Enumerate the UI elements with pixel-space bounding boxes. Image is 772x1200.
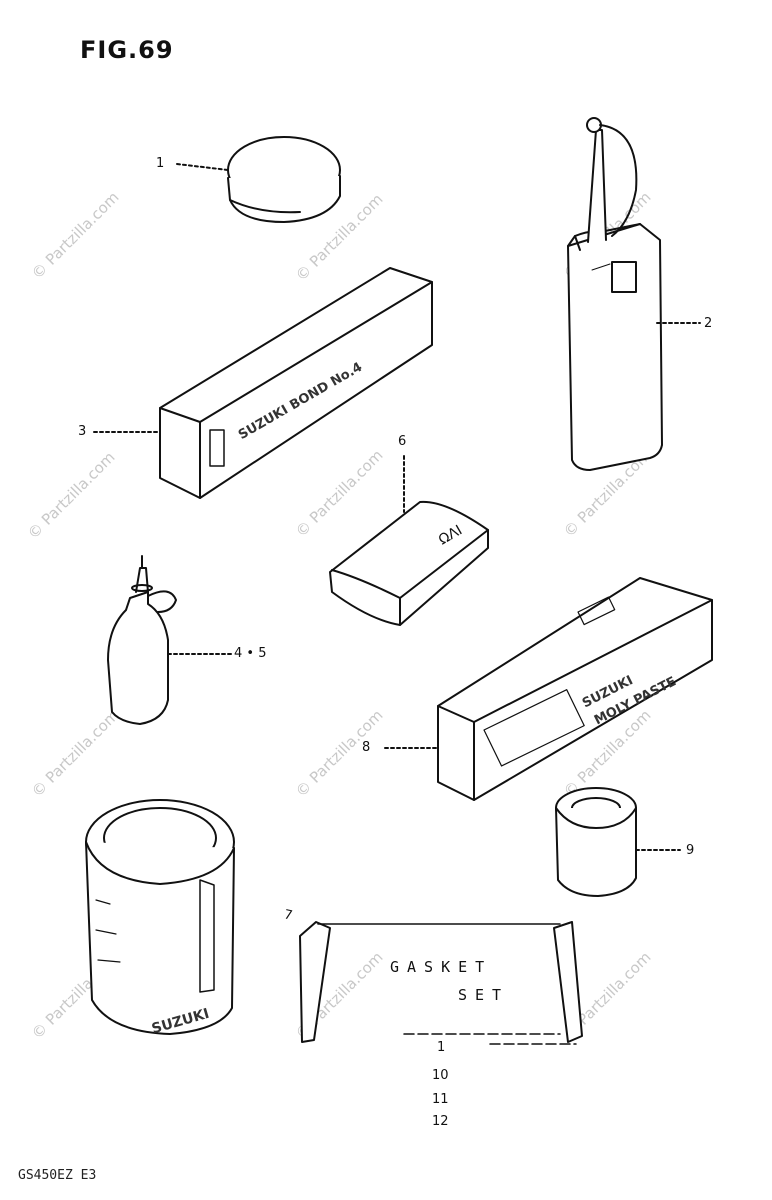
part-3-box <box>159 267 433 499</box>
callout-4-5: 4 • 5 <box>234 646 267 661</box>
figure-code: GS450EZ E3 <box>18 1168 97 1183</box>
part-6-packet: ΩΛΙ <box>329 500 489 626</box>
gasket-label-line1: GASKET <box>390 958 493 976</box>
part-8-box <box>437 577 713 801</box>
callout-1-gasket: 1 <box>437 1040 446 1055</box>
callout-12: 12 <box>432 1114 449 1129</box>
callout-10: 10 <box>432 1068 449 1083</box>
leader-1 <box>176 163 229 171</box>
callout-8: 8 <box>362 740 371 755</box>
part-9-can <box>555 787 637 897</box>
callout-1: 1 <box>156 156 165 171</box>
callout-11: 11 <box>432 1092 449 1107</box>
part-2-can <box>567 117 663 471</box>
figure-title: FIG.69 <box>80 36 174 64</box>
gasket-set <box>299 921 583 1045</box>
part-1-tin <box>227 136 341 223</box>
callout-9: 9 <box>686 843 695 858</box>
part-4-5-bottle <box>107 555 177 725</box>
callout-3: 3 <box>78 424 87 439</box>
callout-6: 6 <box>398 434 407 449</box>
part-7-big-can <box>85 799 235 1035</box>
callout-2: 2 <box>704 316 713 331</box>
gasket-label-line2: SET <box>458 986 510 1004</box>
